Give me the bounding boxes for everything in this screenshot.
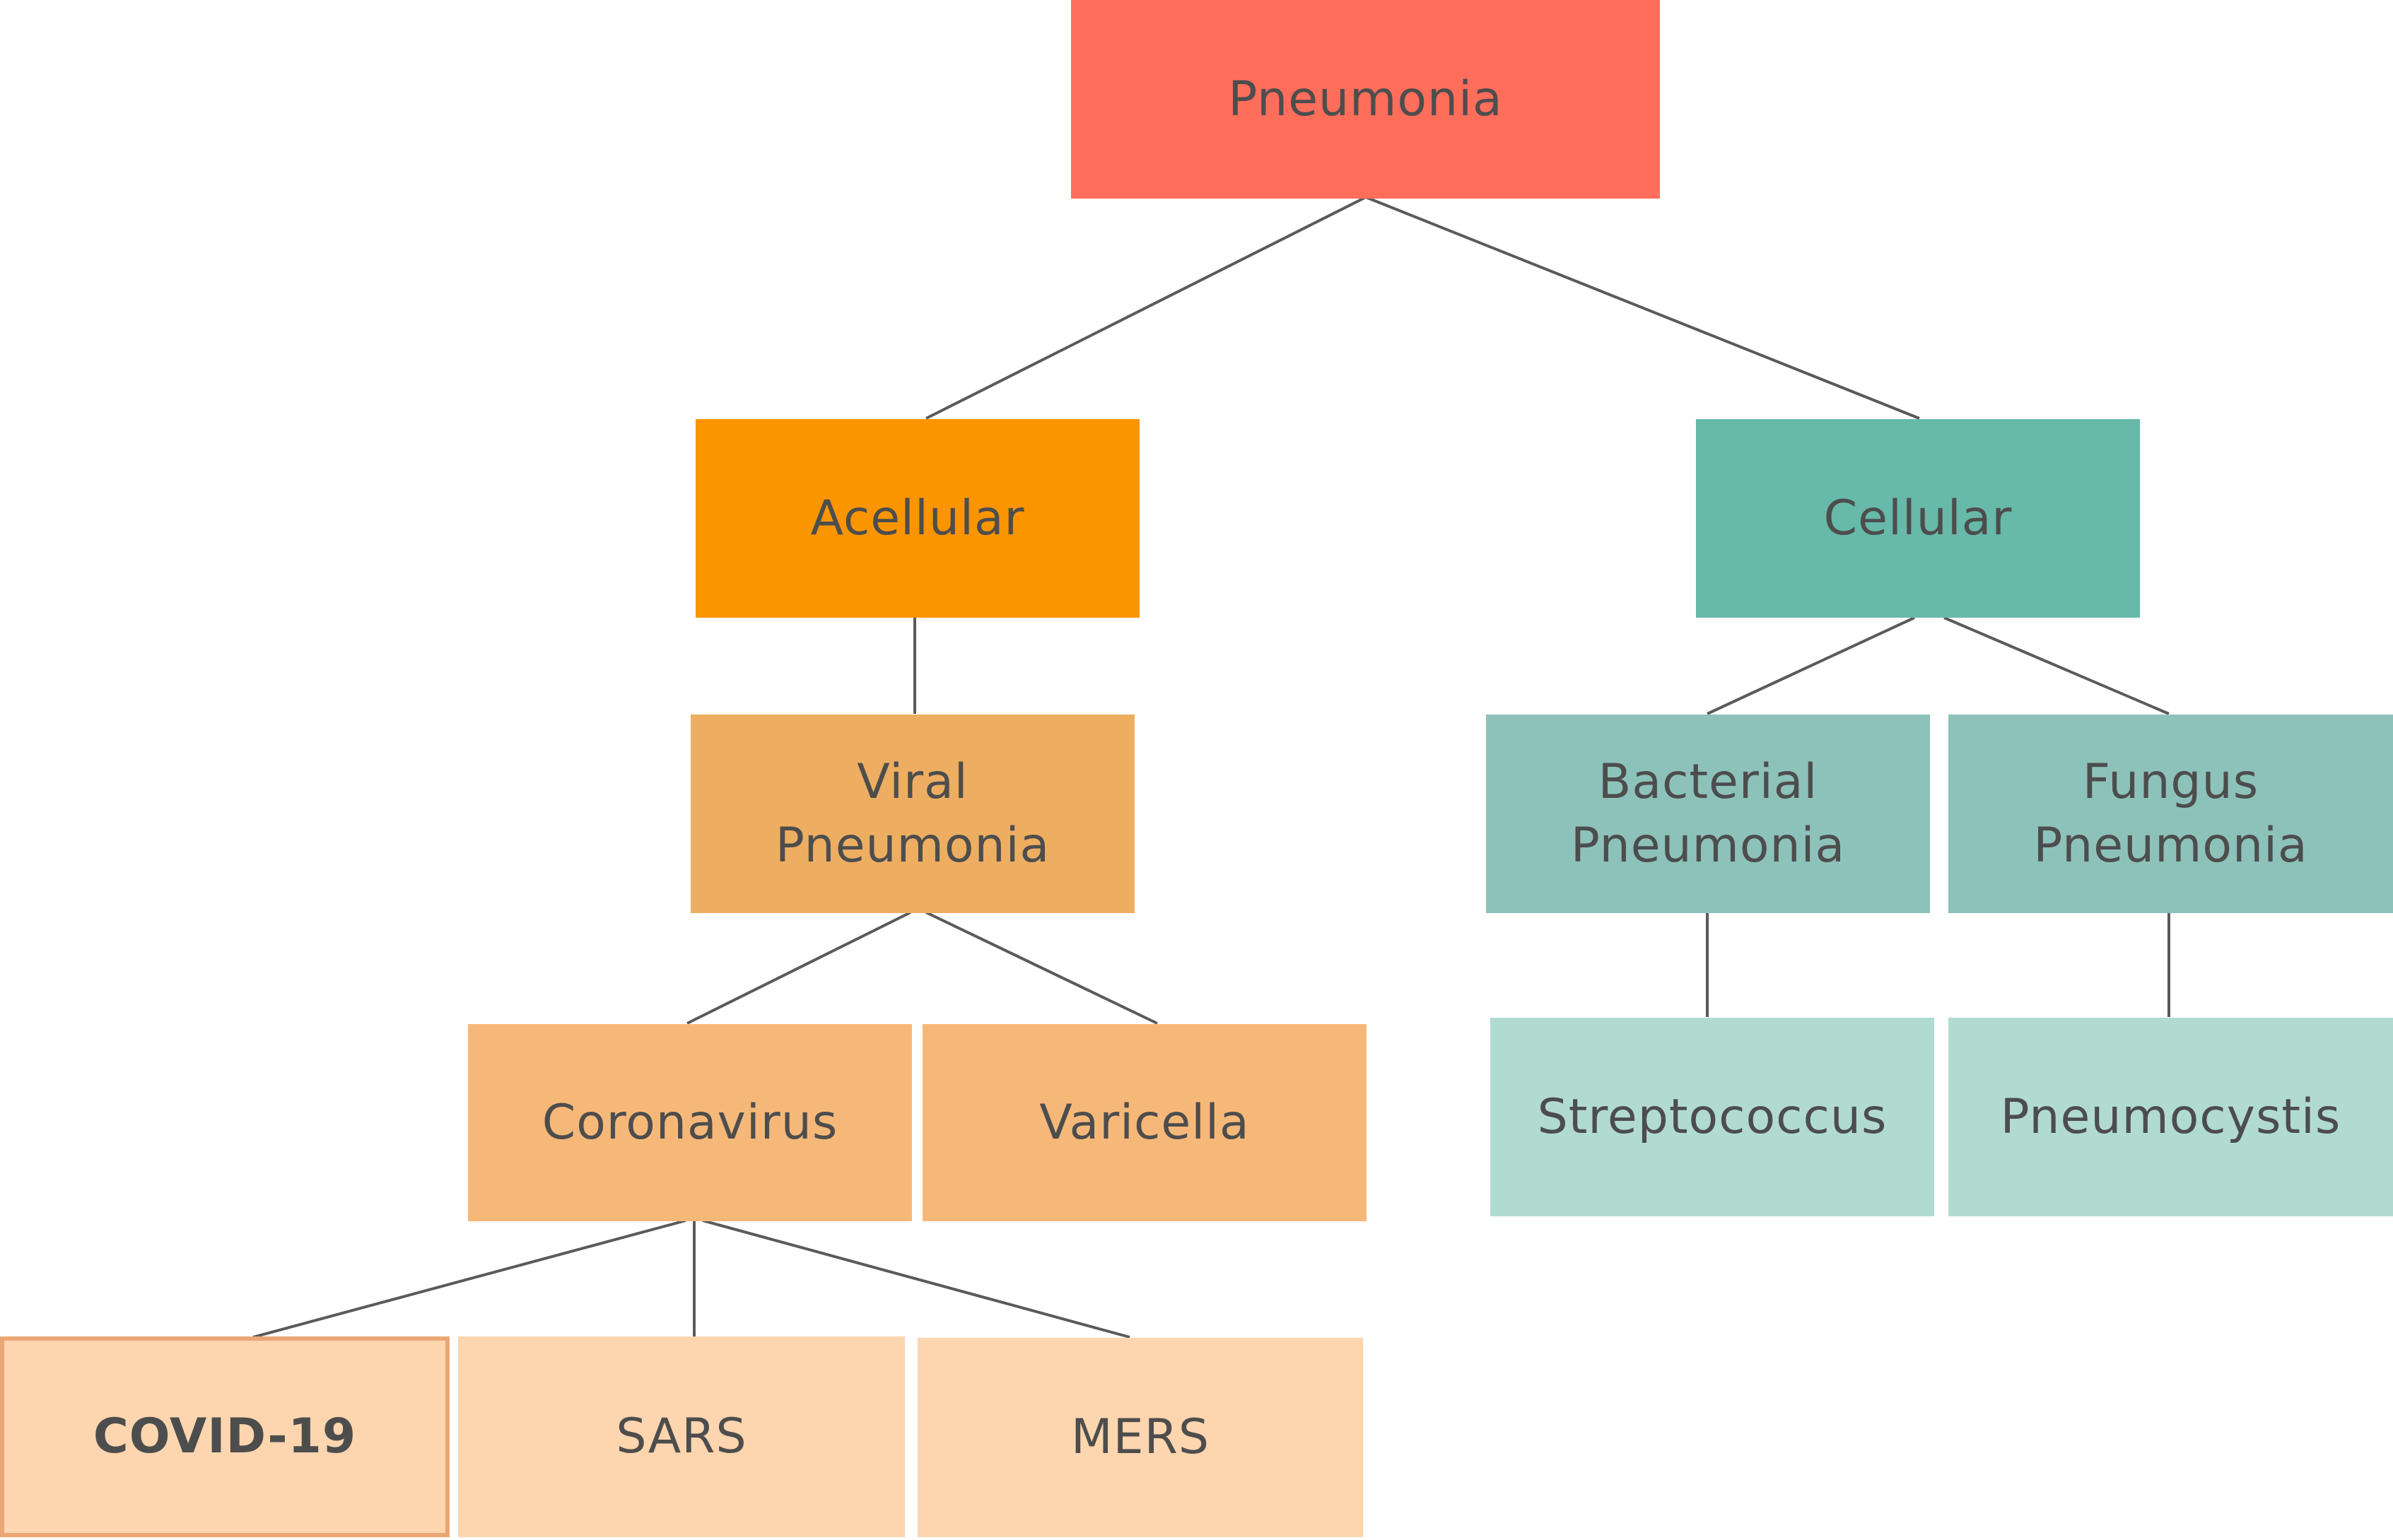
edge-coronavirus-mers [702,1219,1130,1339]
edge-coronavirus-covid [252,1219,686,1339]
node-pneumocystis: Pneumocystis [1948,1018,2393,1216]
node-streptococcus: Streptococcus [1490,1018,1934,1216]
node-varicella-label: Varicella [1039,1094,1250,1151]
node-pneumocystis-label: Pneumocystis [2000,1088,2341,1145]
node-sars-label: SARS [616,1409,747,1465]
node-fungus-pneumonia: Fungus Pneumonia [1948,715,2393,913]
node-covid-19: COVID-19 [0,1336,450,1537]
edge-pneumonia-acellular [925,196,1367,420]
node-varicella: Varicella [923,1024,1367,1221]
node-mers: MERS [918,1338,1363,1537]
edge-viral-varicella [925,911,1158,1025]
node-mers-label: MERS [1070,1409,1210,1466]
node-coronavirus-label: Coronavirus [542,1094,838,1151]
node-pneumonia: Pneumonia [1071,0,1660,199]
node-streptococcus-label: Streptococcus [1537,1088,1888,1145]
node-coronavirus: Coronavirus [468,1024,912,1221]
node-pneumonia-label: Pneumonia [1228,71,1503,127]
node-viral-pneumonia: Viral Pneumonia [691,715,1135,913]
node-bacterial-label-line2: Pneumonia [1570,817,1846,874]
node-bacterial-label-line1: Bacterial [1598,753,1818,810]
edge-cellular-bacterial [1707,616,1915,715]
node-viral-label-line1: Viral [857,753,969,810]
node-viral-label-line2: Pneumonia [775,817,1051,874]
edge-cellular-fungus [1943,616,2170,715]
node-cellular: Cellular [1696,419,2140,618]
node-acellular-label: Acellular [810,490,1025,546]
node-fungus-label-line2: Pneumonia [2033,817,2308,874]
node-covid-label: COVID-19 [93,1409,357,1465]
node-fungus-label-line1: Fungus [2082,753,2259,810]
node-sars: SARS [458,1336,905,1537]
edge-viral-coronavirus [686,911,911,1025]
edge-pneumonia-cellular [1365,196,1920,420]
node-cellular-label: Cellular [1823,490,2013,546]
node-bacterial-pneumonia: Bacterial Pneumonia [1486,715,1930,913]
node-acellular: Acellular [696,419,1140,618]
